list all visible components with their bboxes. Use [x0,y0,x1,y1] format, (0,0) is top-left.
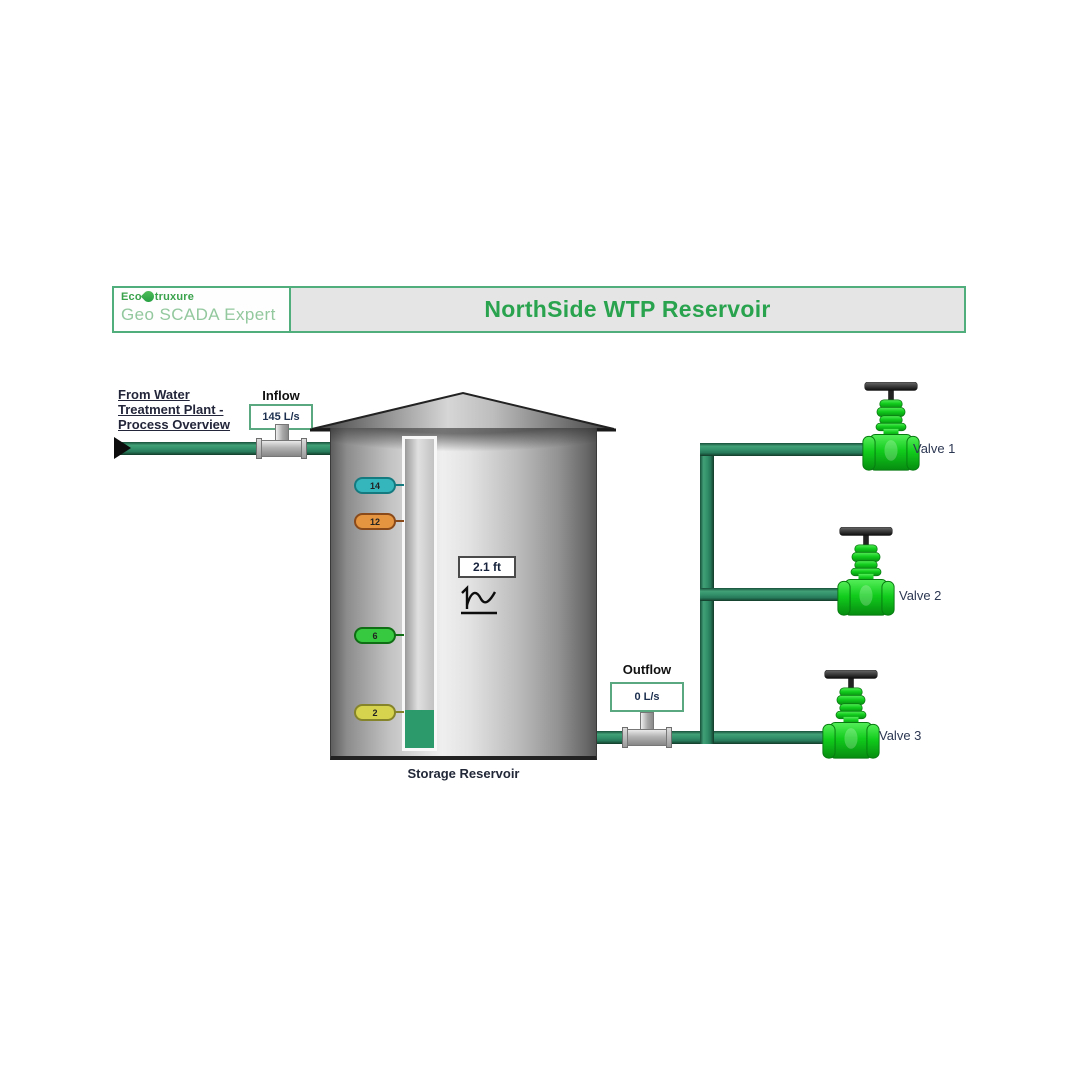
title-bar: NorthSide WTP Reservoir [289,286,966,333]
tank-rim-shadow [331,428,596,462]
ecostruxure-logo-icon [140,288,157,305]
valve-3-label: Valve 3 [879,728,922,743]
tank-level-value: 2.1 ft [458,556,516,578]
level-marker-low: 6 [354,627,396,644]
product-name: Geo SCADA Expert [121,305,276,324]
tank-caption: Storage Reservoir [407,766,520,781]
link-line[interactable]: Treatment Plant - [118,402,224,417]
page-title: NorthSide WTP Reservoir [484,296,771,322]
outflow-value: 0 L/s [610,682,684,712]
link-line[interactable]: Process Overview [118,417,231,432]
valve2-branch-pipe [700,588,860,601]
link-process-overview[interactable]: From Water Treatment Plant - Process Ove… [118,387,230,432]
inflow-tee-hub [261,440,302,457]
tank-roof [310,391,616,432]
tank-level-gauge [402,436,437,751]
level-marker-line [395,484,404,486]
level-marker-line [395,711,404,713]
valve-1-icon[interactable] [861,382,921,472]
link-line[interactable]: From Water [118,387,190,402]
valve-3-icon[interactable] [821,670,881,760]
valve1-branch-pipe [700,443,880,456]
level-marker-line [395,634,404,636]
level-marker-high-high: 14 [354,477,396,494]
inflow-label: Inflow [262,388,300,403]
brand-logo: Eco truxure Geo SCADA Expert [112,286,291,333]
brand-suffix: truxure [154,291,195,303]
level-marker-high: 12 [354,513,396,530]
valve-2-icon[interactable] [836,527,896,617]
level-marker-line [395,520,404,522]
outflow-label: Outflow [622,662,672,677]
outflow-tee-hub [627,729,667,746]
brand-prefix: Eco [121,291,142,303]
level-marker-low-low: 2 [354,704,396,721]
valve-1-label: Valve 1 [913,441,956,456]
trend-chart-icon[interactable] [459,585,501,619]
flow-direction-arrow-icon [114,437,131,459]
brand-name: Eco truxure [121,288,282,305]
valve-2-label: Valve 2 [899,588,942,603]
tank-level-fill [405,710,434,748]
